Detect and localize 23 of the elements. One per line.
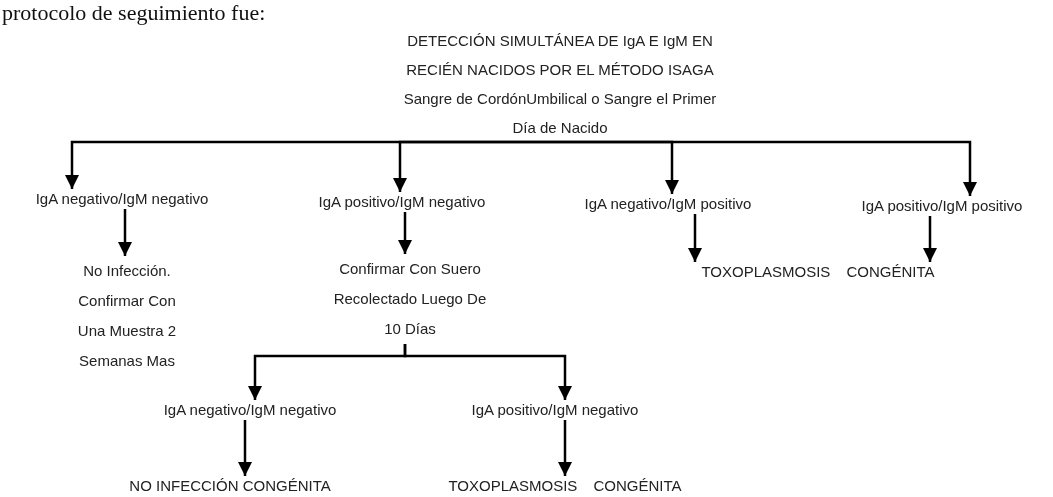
node-text: TOXOPLASMOSIS CONGÉNITA [447,476,683,496]
arrow [518,140,977,196]
arrow [403,344,572,400]
arrow [558,420,572,476]
node-text: IgA positivo/IgM positivo [860,196,1024,216]
node-text: IgA positivo/IgM negativo [317,192,487,212]
node-text: IgA negativo/IgM negativo [34,189,210,209]
arrow [118,209,132,256]
arrow [398,212,412,254]
arrow [923,216,937,262]
arrow [688,214,702,262]
intro-text: protocolo de seguimiento fue: [2,0,266,26]
node-text: NO INFECCIÓN CONGÉNITA [128,476,332,496]
node-text: IgA negativo/IgM negativo [162,400,338,420]
node-text: IgA negativo/IgM positivo [583,194,753,214]
sample-note: Sangre de CordónUmbilical o Sangre el Primer Día de Nacido [402,89,718,138]
diagram-heading: DETECCIÓN SIMULTÁNEA DE IgA E IgM EN RECIÉN NACIDOS POR EL MÉTODO ISAGA [405,31,715,80]
node-text: TOXOPLASMOSIS CONGÉNITA [700,262,936,282]
node-text: Confirmar Con Suero Recolectado Luego De 10 Días [332,259,488,339]
arrow [393,140,522,192]
arrow [238,420,252,476]
node-text: IgA positivo/IgM negativo [470,400,640,420]
node-text: No Infección. Confirmar Con Una Muestra 2 Semanas Mas [76,261,178,371]
